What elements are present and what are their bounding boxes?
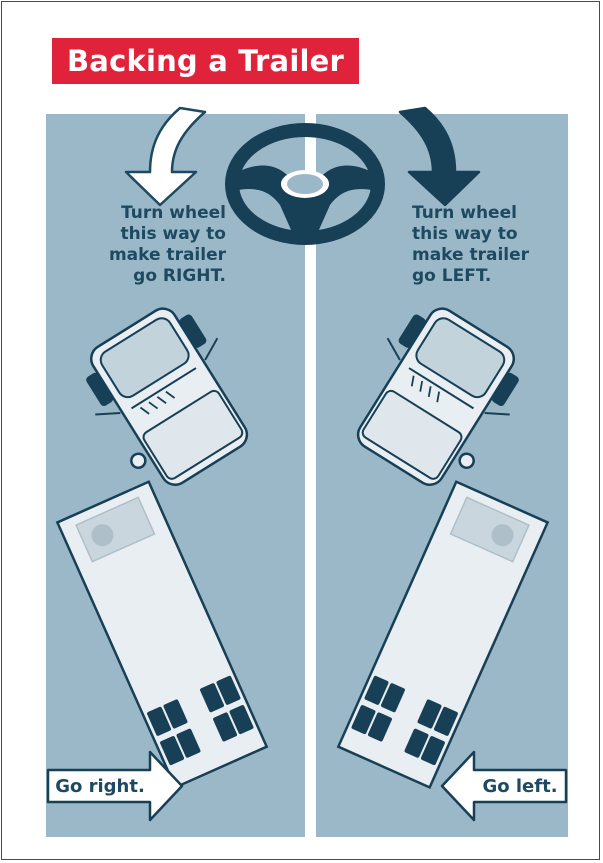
left-instruction-line: this way to (96, 224, 226, 245)
steering-wheel-icon (232, 130, 378, 238)
left-trailer (57, 482, 266, 788)
right-trailer (338, 482, 547, 788)
left-instruction: Turn wheel this way to make trailer go R… (96, 203, 226, 287)
left-curved-arrow-icon (126, 108, 205, 205)
left-tractor-cab (66, 291, 273, 503)
right-instruction-line: make trailer (412, 245, 552, 266)
go-right-label: Go right. (48, 771, 152, 801)
right-instruction-line: Turn wheel (412, 203, 552, 224)
right-instruction: Turn wheel this way to make trailer go L… (412, 203, 552, 287)
right-curved-arrow-icon (400, 108, 479, 205)
left-instruction-line: Turn wheel (96, 203, 226, 224)
go-left-label: Go left. (474, 771, 566, 801)
right-tractor-cab (332, 291, 539, 503)
left-instruction-line: make trailer (96, 245, 226, 266)
left-instruction-line: go RIGHT. (96, 266, 226, 287)
right-instruction-line: this way to (412, 224, 552, 245)
right-instruction-line: go LEFT. (412, 266, 552, 287)
